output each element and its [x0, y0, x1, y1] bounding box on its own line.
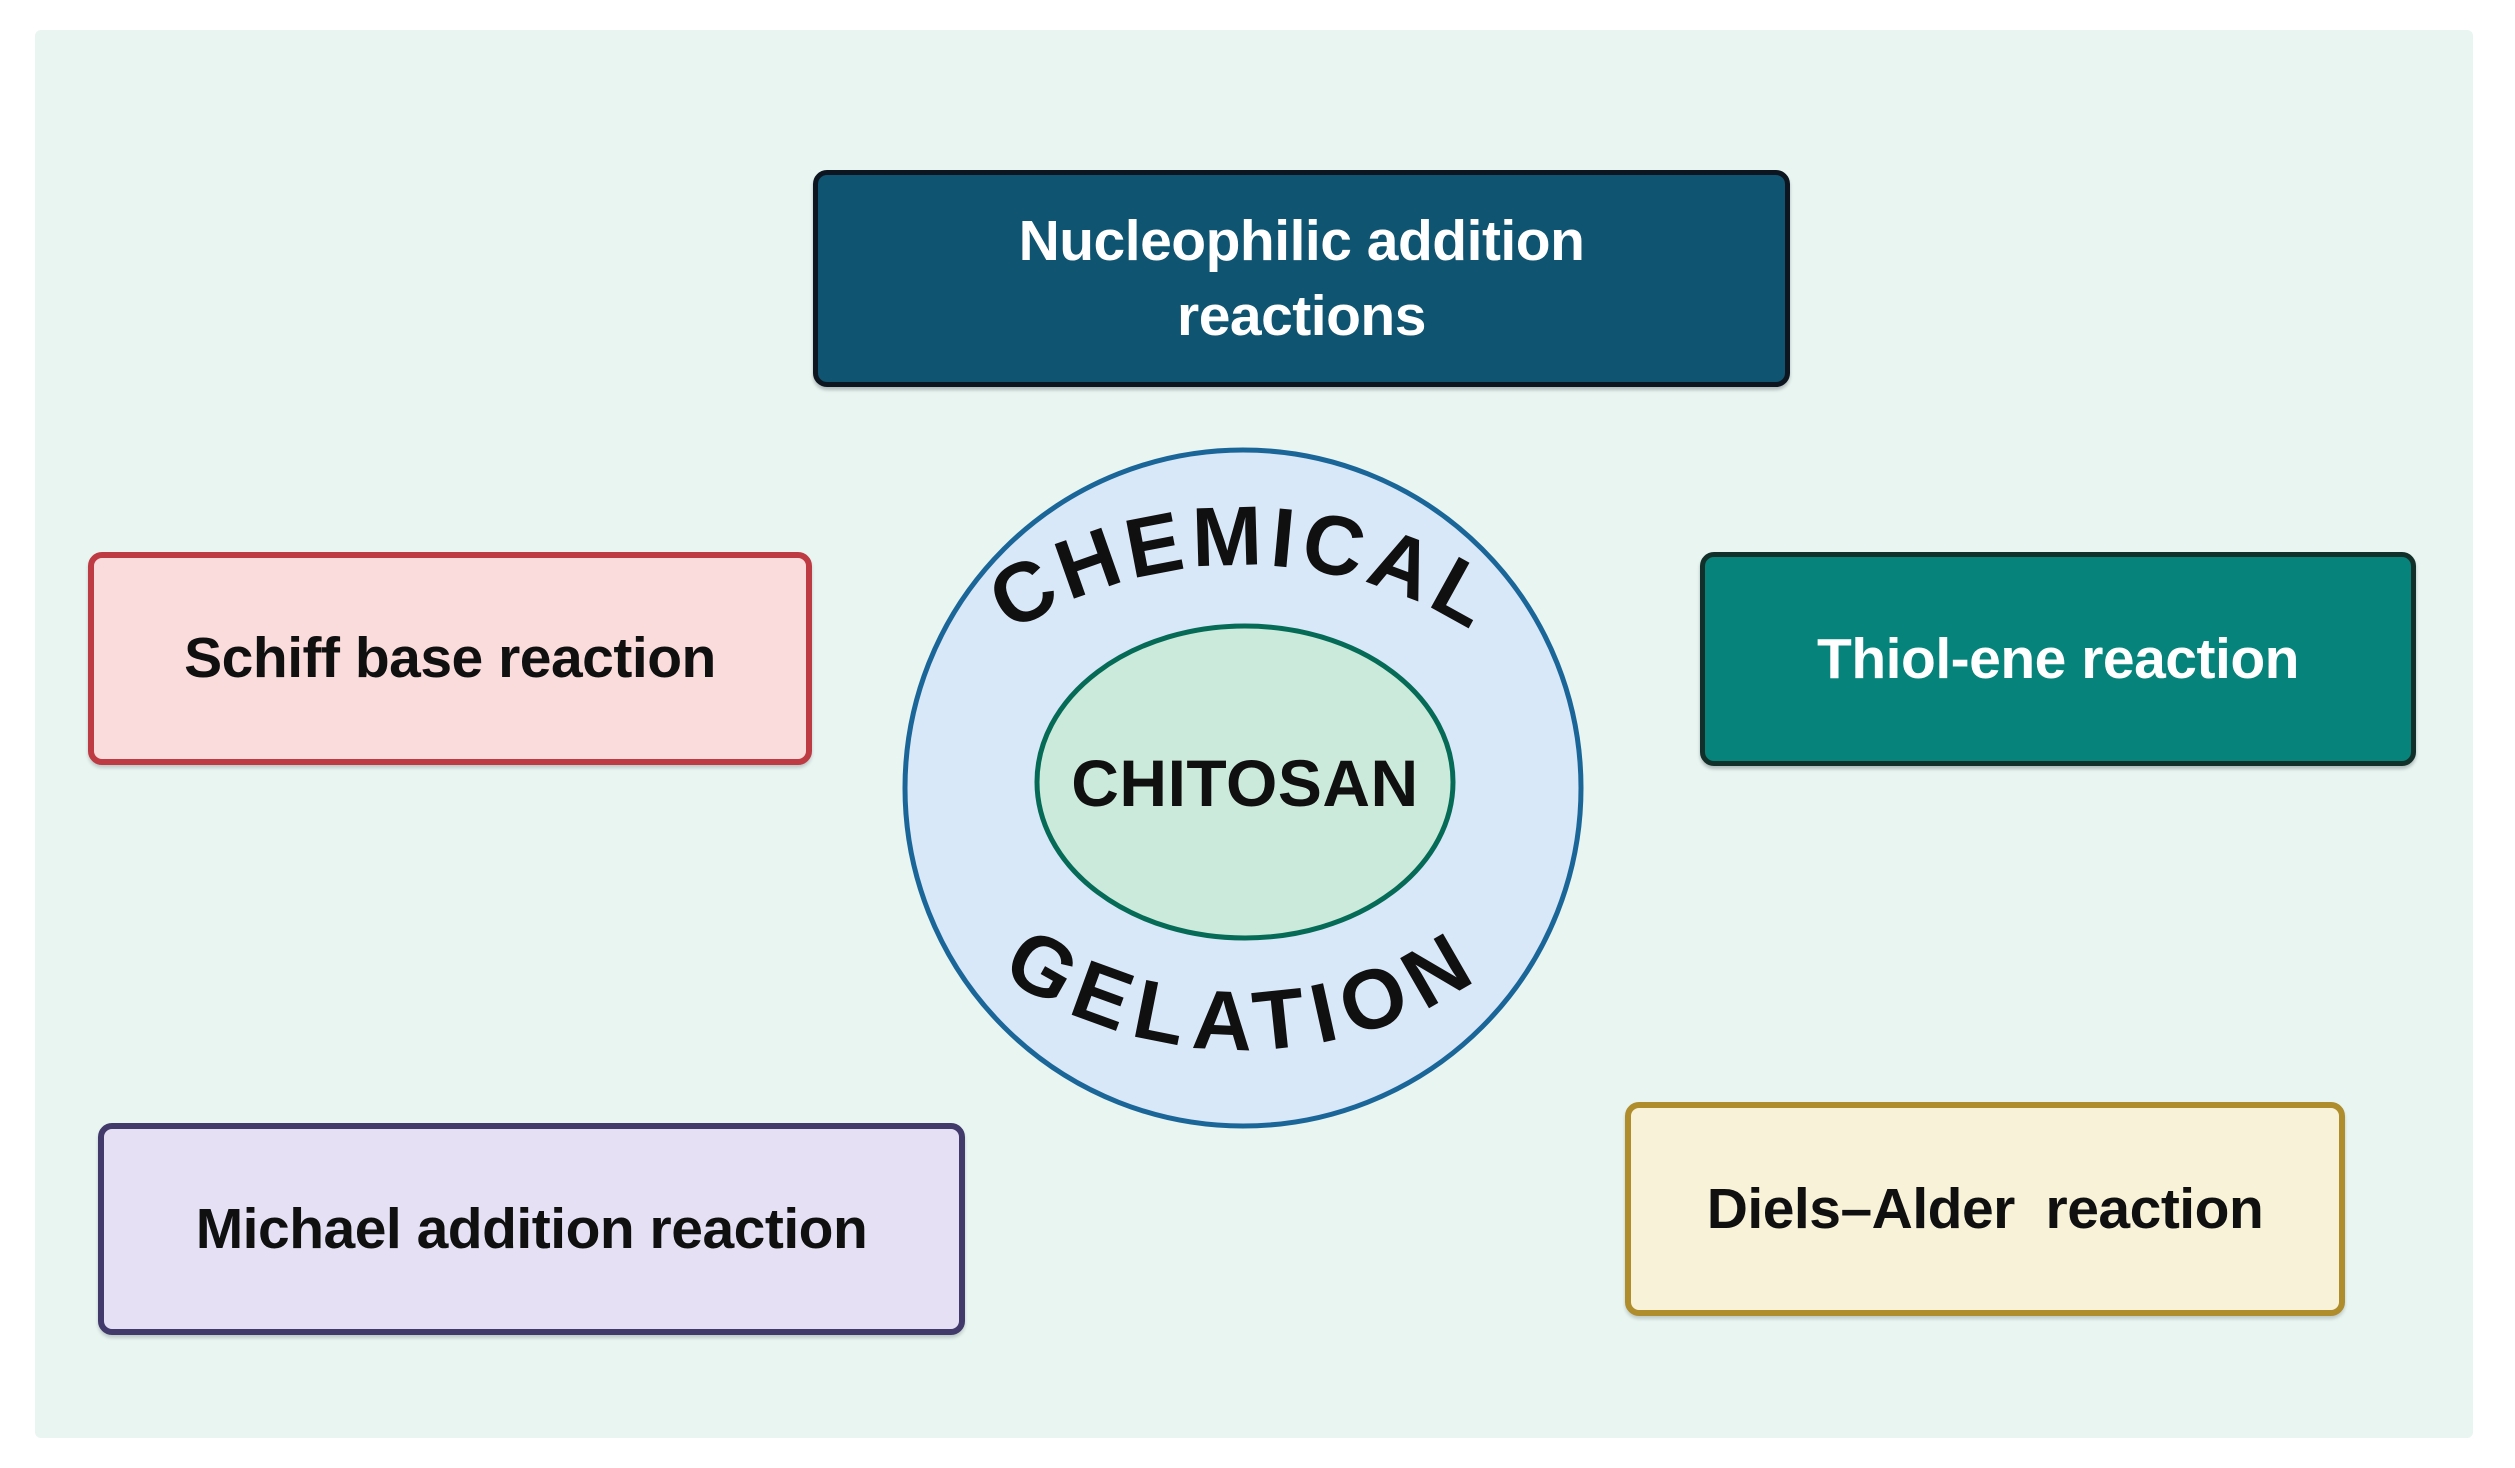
- chitosan-ellipse: [1037, 626, 1453, 938]
- box-diels-alder-reaction: Diels–Alder reaction: [1625, 1102, 2345, 1316]
- box-label-michael: Michael addition reaction: [195, 1196, 868, 1261]
- box-label-nucleophilic: Nucleophilic addition reactions: [1018, 209, 1600, 348]
- chitosan-ellipse-border: [1034, 623, 1456, 941]
- box-michael-addition-reaction: Michael addition reaction: [98, 1123, 965, 1335]
- box-label-thiol: Thiol-ene reaction: [1817, 626, 2299, 691]
- box-thiol-ene-reaction: Thiol-ene reaction: [1700, 552, 2416, 766]
- chemical-gelation-circle-border: [902, 447, 1584, 1129]
- box-nucleophilic-addition-reactions: Nucleophilic addition reactions: [813, 170, 1790, 387]
- box-label-schiff: Schiff base reaction: [184, 626, 716, 691]
- box-label-diels: Diels–Alder reaction: [1706, 1176, 2264, 1241]
- chitosan-label: CHITOSAN: [1071, 746, 1418, 820]
- box-schiff-base-reaction: Schiff base reaction: [88, 552, 812, 765]
